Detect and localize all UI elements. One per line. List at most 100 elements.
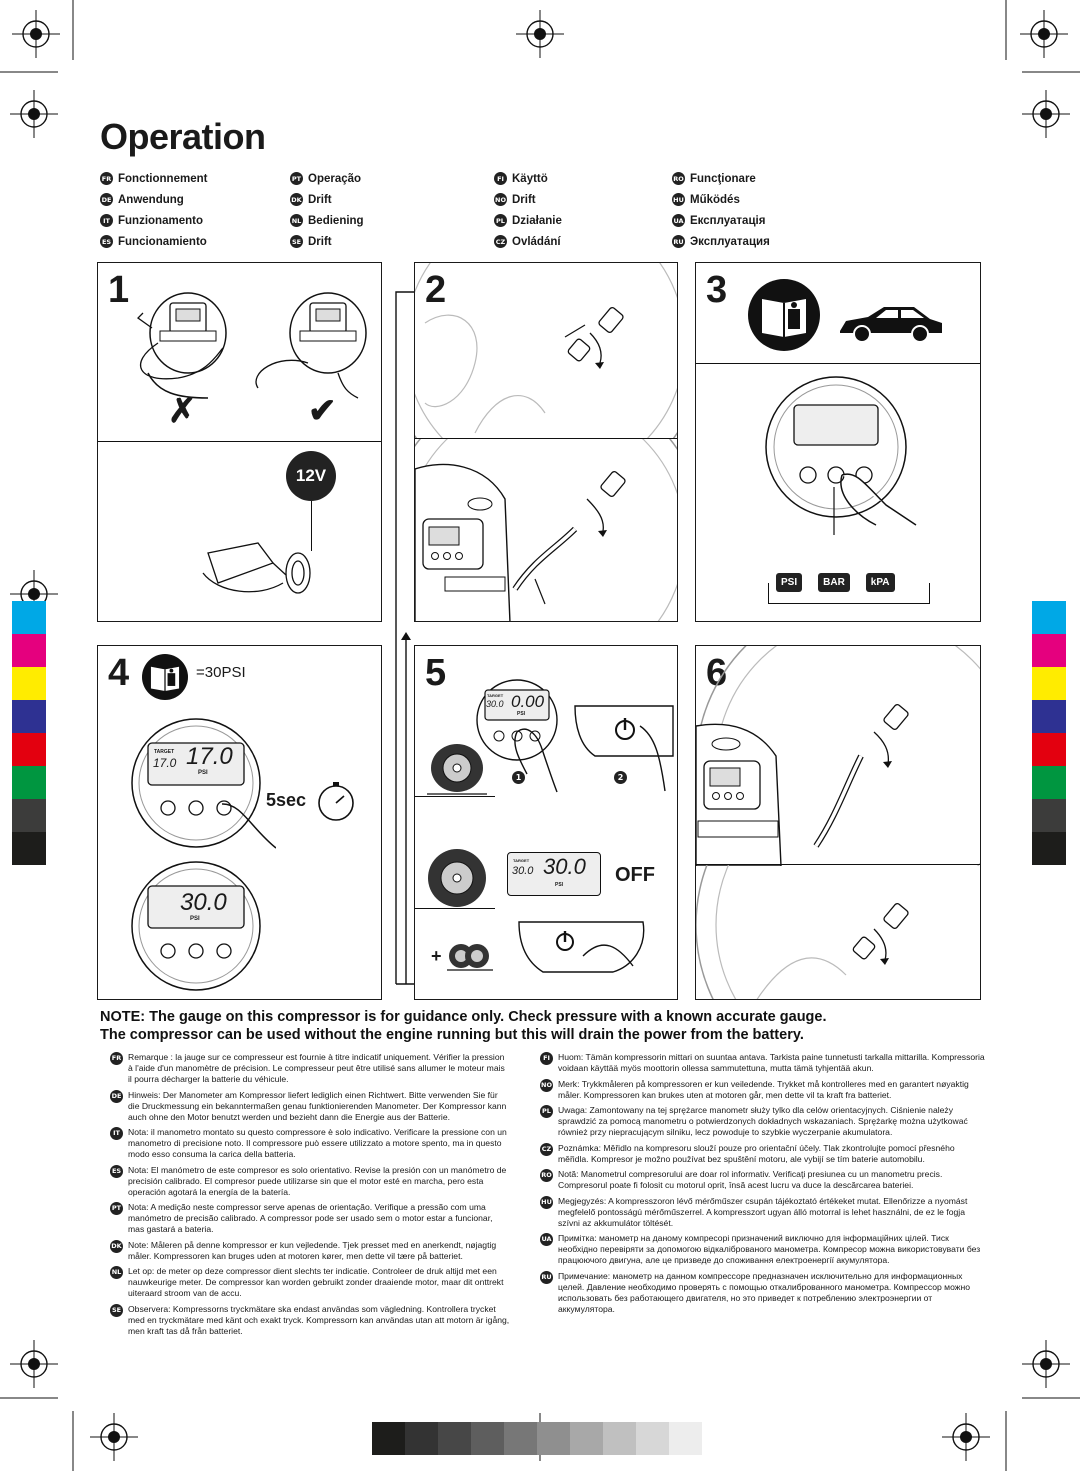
- target-pressure-label: =30PSI: [196, 664, 246, 681]
- color-swatch: [372, 1422, 405, 1455]
- language-badge: PT: [290, 172, 303, 185]
- color-swatch: [669, 1422, 702, 1455]
- panel-divider: [696, 864, 980, 865]
- page-title: Operation: [100, 116, 266, 157]
- plug-socket-illustration: [202, 542, 311, 594]
- voltage-label: 12V: [295, 466, 327, 485]
- gauge-target-value: 30.0: [486, 699, 504, 709]
- color-swatch: [1032, 733, 1066, 766]
- translation-text: Observera: Kompressorns tryckmätare ska …: [128, 1303, 510, 1336]
- panel-divider: [415, 438, 677, 439]
- registration-mark-top-center: [516, 10, 564, 58]
- language-label: Drift: [512, 193, 536, 206]
- compressor-wrong-illustration: [136, 292, 227, 399]
- translation-text: Huom: Tämän kompressorin mittari on suun…: [558, 1052, 985, 1073]
- language-badge: PT: [110, 1202, 123, 1215]
- language-badge: PL: [494, 214, 507, 227]
- gauge-end-display: [507, 852, 601, 896]
- language-badge: FR: [110, 1052, 123, 1065]
- manual-info-icon: [748, 279, 820, 351]
- panel-divider: [696, 363, 980, 364]
- color-swatch: [1032, 634, 1066, 667]
- color-swatch: [603, 1422, 636, 1455]
- step-number: 4: [108, 652, 130, 694]
- language-badge: CZ: [494, 235, 507, 248]
- wheel-illustration-top: [415, 263, 677, 438]
- note-line-2: The compressor can be used without the e…: [100, 1027, 804, 1043]
- language-badge: NL: [290, 214, 303, 227]
- language-badge: FI: [494, 172, 507, 185]
- unit-kpa-label: kPA: [870, 577, 890, 588]
- color-swatch: [405, 1422, 438, 1455]
- color-swatch: [1032, 799, 1066, 832]
- gauge-set-illustration: [131, 718, 276, 849]
- color-swatch: [12, 799, 46, 832]
- language-badge: NL: [110, 1266, 123, 1279]
- language-badge: RU: [540, 1270, 553, 1284]
- translation-text: Nota: il manometro montato su questo com…: [128, 1127, 507, 1159]
- color-swatch: [471, 1422, 504, 1455]
- translation-text: Примечание: манометр на данном компрессо…: [558, 1270, 971, 1314]
- guidance-note: NOTE: The gauge on this compressor is fo…: [100, 1008, 827, 1044]
- language-label: Drift: [308, 193, 332, 206]
- language-badge: UA: [672, 214, 685, 227]
- language-badge: RO: [540, 1169, 553, 1182]
- translation-text: Note: Måleren på denne kompressor er kun…: [128, 1239, 497, 1261]
- step-number: 6: [706, 652, 728, 694]
- gauge-unit: PSI: [190, 916, 200, 922]
- gauge-target-label: TARGET: [154, 749, 175, 755]
- gauge-unit: PSI: [555, 882, 564, 888]
- translation-text: Merk: Trykkmåleren på kompressoren er ku…: [558, 1078, 969, 1100]
- language-label: Ovládání: [512, 235, 561, 248]
- unit-toggle-loop: [768, 583, 930, 604]
- language-row: UA Експлуатація: [672, 210, 770, 231]
- translation-text: Примітка: манометр на даному компресорі …: [558, 1233, 981, 1265]
- language-badge: DE: [110, 1089, 123, 1103]
- registration-mark-top-right: [1020, 10, 1068, 58]
- gauge-unit: PSI: [517, 711, 526, 717]
- color-swatch: [1032, 766, 1066, 799]
- translation-text: Let op: de meter op deze compressor dien…: [128, 1266, 504, 1298]
- registration-mark-right: [1022, 90, 1070, 138]
- language-label: Käyttö: [512, 172, 548, 185]
- language-label: Bediening: [308, 214, 364, 227]
- step-marker-2: 2: [614, 771, 627, 784]
- step-2-panel: 2: [414, 262, 678, 622]
- power-button-illustration: [518, 921, 645, 973]
- translation-item: NL Let op: de meter op deze compressor di…: [110, 1266, 510, 1299]
- language-label: Експлуатація: [690, 214, 766, 227]
- repeat-tyres-icon: [447, 944, 493, 971]
- language-label: Operação: [308, 172, 362, 185]
- gauge-start-illustration: [476, 679, 558, 761]
- row-divider: [415, 796, 495, 797]
- language-row: PT Operação: [290, 168, 364, 189]
- language-badge: HU: [672, 193, 685, 206]
- language-badge: RU: [672, 235, 685, 248]
- language-badge: DE: [100, 193, 113, 206]
- registration-mark-top-left: [12, 10, 60, 58]
- power-button-press-illustration: [574, 705, 674, 792]
- step-4-panel: 4 =30PSI TARGET 17.0 17.0 PSI 5sec 30.0 …: [97, 645, 382, 1000]
- right-mark: ✔: [308, 392, 337, 430]
- step-number: 1: [108, 269, 130, 311]
- gauge-set-reading: 30.0: [180, 889, 227, 916]
- manual-info-icon: [142, 654, 188, 700]
